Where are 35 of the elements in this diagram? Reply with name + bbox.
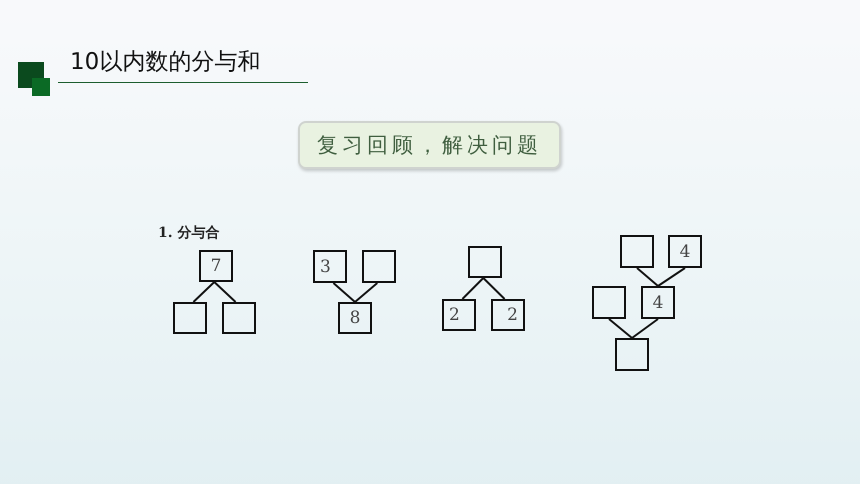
connector-line — [354, 282, 378, 303]
connector-line — [214, 281, 236, 303]
empty-box — [468, 246, 502, 278]
number: 2 — [507, 305, 518, 325]
empty-box — [362, 250, 396, 283]
connector-line — [482, 277, 506, 300]
connector-line — [192, 281, 215, 303]
empty-box — [592, 286, 626, 319]
number-box — [199, 250, 233, 282]
connector-line — [462, 277, 484, 300]
number: 4 — [680, 242, 690, 262]
connector-line — [631, 318, 659, 339]
number-box — [338, 302, 372, 334]
number: 3 — [320, 256, 331, 276]
number-box — [491, 299, 525, 331]
number-box — [313, 250, 347, 283]
banner-box — [298, 121, 561, 169]
number: 8 — [350, 308, 360, 328]
number-box — [668, 235, 702, 268]
number-box — [442, 299, 476, 331]
number-box — [641, 286, 675, 319]
number: 2 — [449, 305, 460, 325]
connector-line — [608, 318, 633, 339]
empty-box — [620, 235, 654, 268]
title: 10以内数的分与和 — [70, 48, 260, 77]
empty-box — [222, 302, 256, 334]
empty-box — [615, 338, 649, 371]
number: 7 — [210, 256, 222, 276]
connector-line — [657, 267, 686, 287]
number: 4 — [652, 292, 664, 312]
connector-line — [636, 267, 659, 287]
connector-line — [332, 282, 356, 303]
empty-box — [173, 302, 207, 334]
banner-text: 复习回顾，解决问题 — [317, 132, 542, 159]
section-label: 1. 分与合 — [158, 224, 220, 242]
